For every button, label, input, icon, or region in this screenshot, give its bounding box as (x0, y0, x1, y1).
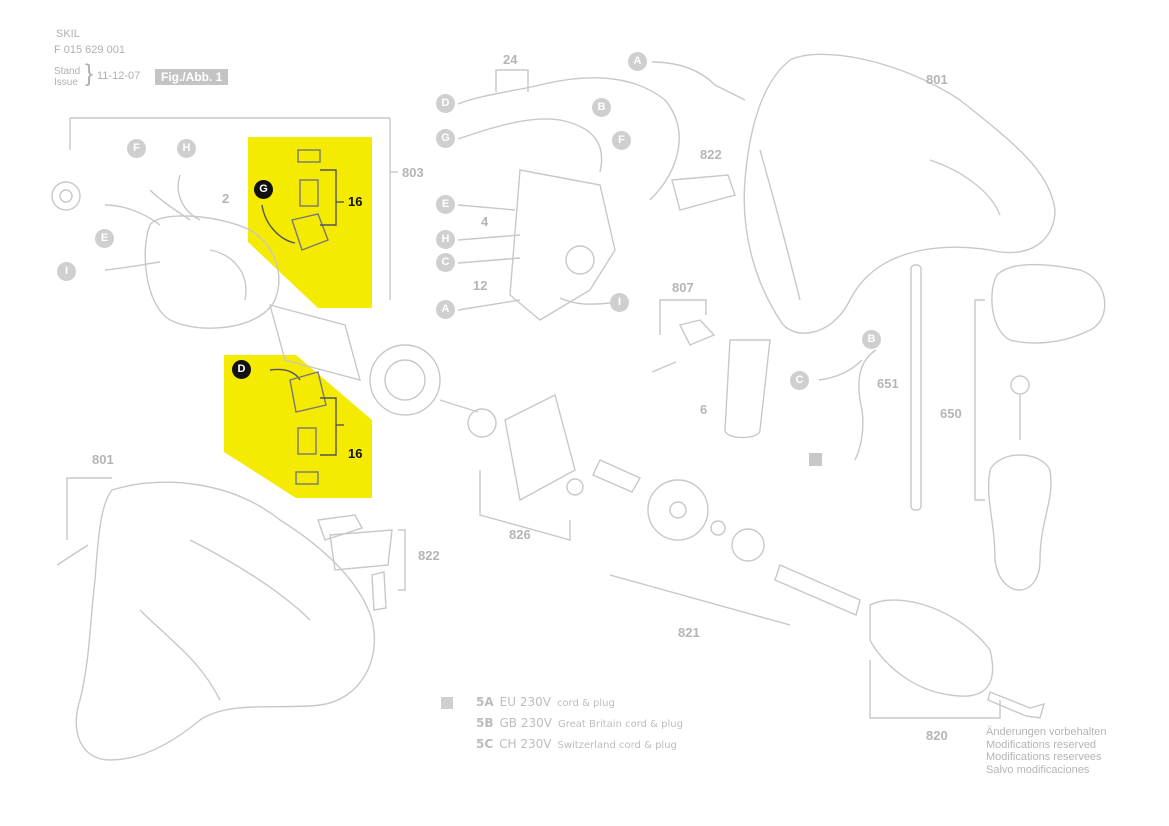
callout-c-center: C (436, 253, 455, 272)
legend-voltage: CH 230V (499, 737, 552, 751)
legend-voltage: GB 230V (499, 716, 552, 730)
part-801-top: 801 (926, 72, 948, 87)
legend-marker-square (441, 697, 453, 709)
part-826: 826 (509, 527, 531, 542)
callout-i-center: I (610, 293, 629, 312)
part-4: 4 (481, 214, 489, 229)
issue-label: Issue (54, 77, 78, 88)
callout-h-center: H (436, 230, 455, 249)
part-651: 651 (877, 376, 899, 391)
legend-code: 5A (476, 695, 494, 709)
brush-highlight-upper (248, 137, 372, 308)
callout-b-center: B (592, 98, 611, 117)
callout-h-left: H (177, 139, 196, 158)
modifications-line: Modifications reserved (986, 738, 1097, 751)
part-820: 820 (926, 728, 948, 743)
cord-marker-square (809, 453, 822, 466)
part-822-top: 822 (700, 147, 722, 162)
brush-highlight-lower (224, 355, 372, 498)
part-6: 6 (700, 402, 708, 417)
callout-g: G (436, 129, 455, 148)
stand-label: Stand (54, 66, 81, 77)
issue-date: 11-12-07 (97, 70, 141, 82)
figure-label: Fig./Abb. 1 (155, 69, 229, 85)
part-16-lower: 16 (348, 446, 363, 461)
part-16-upper: 16 (348, 194, 363, 209)
legend-voltage: EU 230V (499, 695, 551, 709)
callout-d-highlight: D (232, 360, 251, 379)
part-821: 821 (678, 625, 700, 640)
part-803: 803 (402, 165, 424, 180)
callout-g-highlight: G (254, 180, 273, 199)
part-807: 807 (672, 280, 694, 295)
callout-f-center: F (612, 131, 631, 150)
callout-e-left: E (95, 229, 114, 248)
part-650: 650 (940, 406, 962, 421)
legend-code: 5C (476, 737, 494, 751)
callout-e-center: E (436, 195, 455, 214)
modifications-line: Salvo modificaciones (986, 763, 1090, 776)
callout-f-left: F (127, 139, 146, 158)
legend-description: cord & plug (556, 698, 615, 709)
part-822-bottom: 822 (418, 548, 440, 563)
part-12: 12 (473, 278, 488, 293)
brace-glyph: } (85, 60, 94, 87)
legend-row-5b: 5B GB 230V Great Britain cord & plug (476, 716, 683, 730)
callout-i-left: I (57, 262, 76, 281)
legend-row-5c: 5C CH 230V Switzerland cord & plug (476, 737, 677, 751)
legend-description: Great Britain cord & plug (557, 719, 683, 730)
callout-a-top: A (628, 52, 647, 71)
callout-b-right: B (862, 330, 881, 349)
part-2: 2 (222, 191, 230, 206)
callout-c-right: C (790, 371, 809, 390)
part-801-bottom: 801 (92, 452, 114, 467)
callout-d: D (436, 94, 455, 113)
legend-code: 5B (476, 716, 494, 730)
modifications-line: Modifications reservees (986, 751, 1102, 763)
legend-row-5a: 5A EU 230V cord & plug (476, 695, 615, 709)
part-number: F 015 629 001 (54, 44, 125, 56)
legend-description: Switzerland cord & plug (557, 740, 677, 751)
modifications-line: Änderungen vorbehalten (986, 726, 1107, 738)
modifications-notice: Änderungen vorbehalten Modifications res… (986, 726, 1106, 776)
callout-a-center: A (436, 300, 455, 319)
part-24: 24 (503, 52, 518, 67)
brand-label: SKIL (56, 28, 80, 40)
